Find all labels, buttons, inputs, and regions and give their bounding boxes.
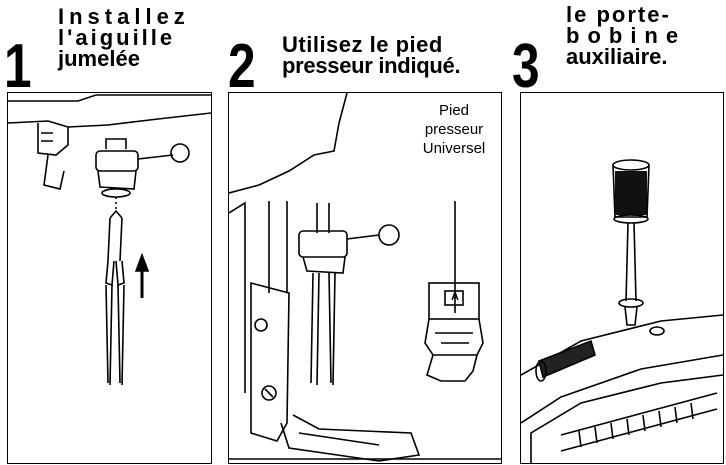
step-3-title-line: auxiliaire. xyxy=(566,44,668,69)
step-1-number: 1 xyxy=(4,32,32,101)
step-3-number: 3 xyxy=(512,32,540,101)
twin-needle-illustration xyxy=(8,94,211,386)
step-1-illustration-panel xyxy=(7,92,212,464)
presser-foot-callout: Pied presseur Universel xyxy=(409,101,499,158)
step-2-illustration-panel: Pied presseur Universel A xyxy=(228,92,502,464)
step-1-title: Installez l'aiguille jumelée xyxy=(58,4,190,71)
step-3-title-line: le porte- xyxy=(566,2,671,27)
callout-line: presseur xyxy=(424,121,484,138)
step-3-title-line: bobine xyxy=(566,23,687,48)
step-2-number: 2 xyxy=(228,32,256,101)
step-1-title-line: jumelée xyxy=(58,46,140,71)
auxiliary-spool-pin-illustration xyxy=(521,159,723,463)
callout-line: Pied xyxy=(438,102,470,119)
step-3-title: le porte- bobine auxiliaire. xyxy=(566,2,687,69)
step-1-title-line: l'aiguille xyxy=(58,25,176,50)
presser-foot-illustration xyxy=(229,93,501,462)
step-3-illustration-panel xyxy=(520,92,724,464)
step-2-title: Utilisez le pied presseur indiqué. xyxy=(282,32,461,78)
step-1-title-line: Installez xyxy=(58,4,190,29)
step-2-title-line: Utilisez le pied xyxy=(282,32,443,57)
foot-letter-label: A xyxy=(451,291,459,303)
callout-line: Universel xyxy=(422,140,486,157)
step-2-title-line: presseur indiqué. xyxy=(282,53,461,78)
